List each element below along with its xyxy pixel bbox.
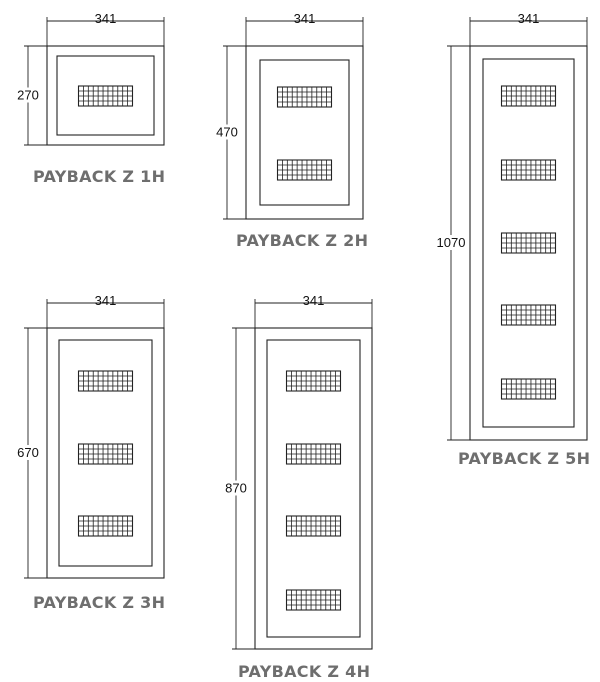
cabinet-door-panel: [259, 59, 350, 206]
cabinet-door-panel: [482, 58, 575, 428]
title-4h: PAYBACK Z 4H: [238, 662, 371, 681]
cabinet-3h: 341 670: [10, 293, 165, 579]
cabinet-outer-frame: [254, 327, 373, 650]
cabinet-outer-frame: [245, 45, 364, 220]
ventilation-grille: [285, 589, 342, 611]
height-dimension-mask: [10, 445, 46, 460]
ventilation-grille: [77, 515, 134, 537]
height-dimension-label: 1070: [437, 235, 466, 250]
height-dimension-mask: [433, 235, 469, 250]
ventilation-grille: [500, 378, 557, 400]
cabinet-outer-frame: [469, 45, 588, 441]
cabinet-1h: 341 270: [10, 11, 165, 146]
cabinet-door-panel: [58, 339, 153, 567]
height-dimension-label: 670: [17, 445, 39, 460]
title-3h: PAYBACK Z 3H: [33, 593, 166, 612]
ventilation-grille: [77, 443, 134, 465]
ventilation-grille: [276, 159, 333, 181]
width-dimension-label: 341: [95, 293, 117, 308]
width-dimension-label: 341: [95, 11, 117, 26]
height-dimension-mask: [209, 124, 245, 140]
title-5h: PAYBACK Z 5H: [458, 449, 591, 468]
cabinet-4h: 341 870: [218, 293, 373, 650]
cabinet-2h: 341 470: [209, 11, 364, 220]
cabinet-door-panel: [266, 339, 361, 638]
width-dimension-label: 341: [294, 11, 316, 26]
ventilation-grille: [285, 515, 342, 537]
height-dimension-label: 870: [225, 481, 247, 496]
width-dimension-label: 341: [518, 11, 540, 26]
width-dimension-label: 341: [303, 293, 325, 308]
height-dimension-mask: [218, 480, 254, 496]
ventilation-grille: [500, 304, 557, 326]
ventilation-grille: [77, 85, 134, 107]
ventilation-grille: [276, 86, 333, 108]
ventilation-grille: [500, 85, 557, 107]
ventilation-grille: [77, 370, 134, 392]
cabinet-outer-frame: [46, 327, 165, 579]
ventilation-grille: [285, 370, 342, 392]
height-dimension-label: 470: [216, 125, 238, 140]
ventilation-grille: [500, 232, 557, 254]
height-dimension-mask: [10, 87, 46, 103]
title-1h: PAYBACK Z 1H: [33, 167, 166, 186]
ventilation-grille: [500, 159, 557, 181]
cabinet-door-panel: [56, 55, 155, 136]
ventilation-grille: [285, 443, 342, 465]
title-2h: PAYBACK Z 2H: [236, 231, 369, 250]
height-dimension-label: 270: [17, 88, 39, 103]
cabinet-outer-frame: [46, 45, 165, 146]
cabinet-5h: 341 1070: [433, 11, 588, 441]
